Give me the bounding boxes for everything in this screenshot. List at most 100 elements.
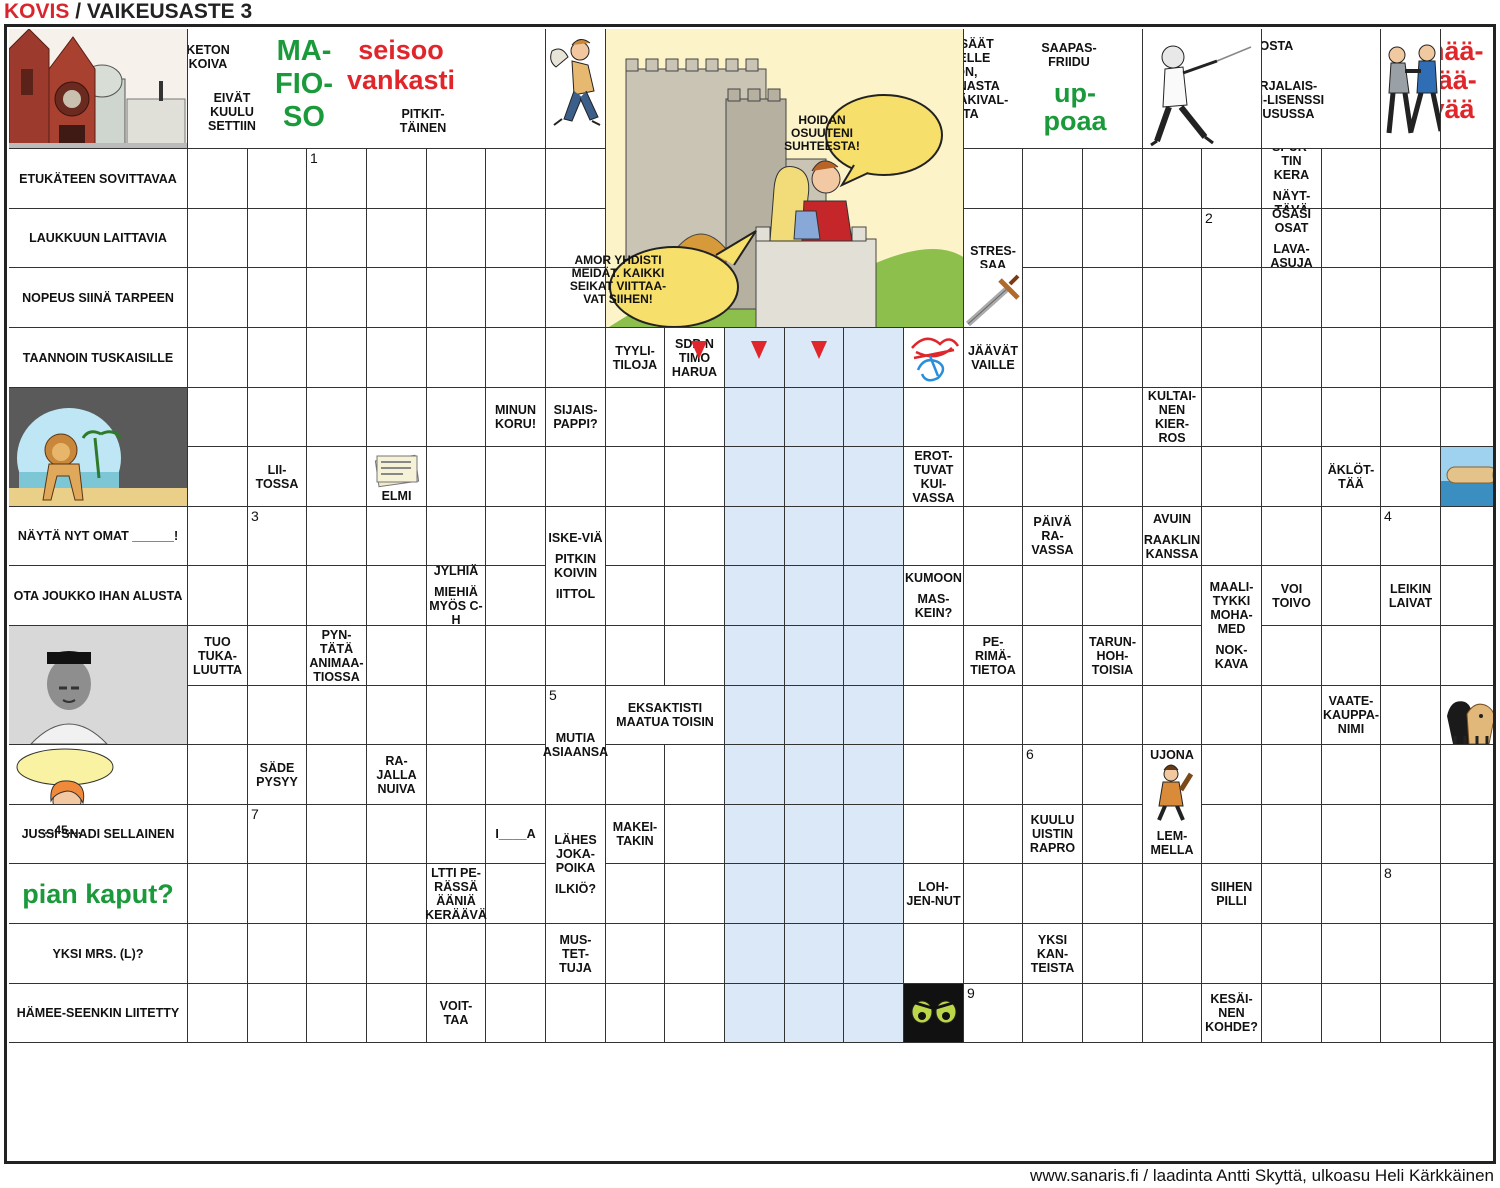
answer-cell[interactable] xyxy=(725,626,785,686)
answer-cell[interactable] xyxy=(1262,805,1322,864)
answer-cell[interactable] xyxy=(188,388,248,447)
answer-cell[interactable] xyxy=(1083,924,1143,984)
answer-cell[interactable] xyxy=(427,388,486,447)
answer-cell[interactable] xyxy=(785,507,844,566)
answer-cell[interactable] xyxy=(188,328,248,388)
answer-cell[interactable] xyxy=(486,149,546,209)
answer-cell[interactable] xyxy=(188,745,248,805)
answer-cell[interactable] xyxy=(188,566,248,626)
answer-cell[interactable] xyxy=(427,328,486,388)
answer-cell[interactable] xyxy=(1083,805,1143,864)
answer-cell[interactable] xyxy=(1202,745,1262,805)
answer-cell[interactable] xyxy=(307,984,367,1043)
answer-cell[interactable] xyxy=(725,984,785,1043)
answer-cell[interactable] xyxy=(665,388,725,447)
answer-cell[interactable] xyxy=(1322,864,1381,924)
answer-cell[interactable] xyxy=(486,447,546,507)
answer-cell[interactable] xyxy=(1262,328,1322,388)
answer-cell[interactable] xyxy=(606,984,665,1043)
answer-cell[interactable] xyxy=(307,686,367,745)
answer-cell[interactable] xyxy=(785,745,844,805)
answer-cell[interactable] xyxy=(1322,924,1381,984)
answer-cell[interactable] xyxy=(486,328,546,388)
answer-cell[interactable] xyxy=(1202,209,1262,268)
answer-cell[interactable] xyxy=(1023,209,1083,268)
answer-cell[interactable] xyxy=(1083,745,1143,805)
answer-cell[interactable] xyxy=(1441,864,1493,924)
answer-cell[interactable] xyxy=(1143,209,1202,268)
answer-cell[interactable] xyxy=(1202,447,1262,507)
answer-cell[interactable] xyxy=(1262,864,1322,924)
answer-cell[interactable] xyxy=(1441,984,1493,1043)
answer-cell[interactable] xyxy=(785,924,844,984)
answer-cell[interactable] xyxy=(844,924,904,984)
answer-cell[interactable] xyxy=(367,805,427,864)
answer-cell[interactable] xyxy=(904,924,964,984)
answer-cell[interactable] xyxy=(188,149,248,209)
answer-cell[interactable] xyxy=(427,686,486,745)
answer-cell[interactable] xyxy=(725,447,785,507)
answer-cell[interactable] xyxy=(1322,149,1381,209)
answer-cell[interactable] xyxy=(248,328,307,388)
answer-cell[interactable] xyxy=(785,388,844,447)
answer-cell[interactable] xyxy=(367,507,427,566)
answer-cell[interactable] xyxy=(307,209,367,268)
answer-cell[interactable] xyxy=(1143,924,1202,984)
answer-cell[interactable] xyxy=(725,566,785,626)
answer-cell[interactable] xyxy=(1023,864,1083,924)
answer-cell[interactable] xyxy=(1441,388,1493,447)
answer-cell[interactable] xyxy=(486,984,546,1043)
answer-cell[interactable] xyxy=(1262,686,1322,745)
answer-cell[interactable] xyxy=(1381,745,1441,805)
answer-cell[interactable] xyxy=(188,209,248,268)
answer-cell[interactable] xyxy=(1143,984,1202,1043)
answer-cell[interactable] xyxy=(307,268,367,328)
answer-cell[interactable] xyxy=(188,268,248,328)
answer-cell[interactable] xyxy=(367,984,427,1043)
answer-cell[interactable] xyxy=(248,149,307,209)
answer-cell[interactable] xyxy=(367,924,427,984)
answer-cell[interactable] xyxy=(367,268,427,328)
answer-cell[interactable] xyxy=(1322,805,1381,864)
answer-cell[interactable] xyxy=(307,805,367,864)
answer-cell[interactable] xyxy=(606,388,665,447)
answer-cell[interactable] xyxy=(1441,328,1493,388)
answer-cell[interactable] xyxy=(725,686,785,745)
answer-cell[interactable] xyxy=(964,924,1023,984)
answer-cell[interactable] xyxy=(307,864,367,924)
answer-cell[interactable] xyxy=(188,686,248,745)
answer-cell[interactable] xyxy=(725,507,785,566)
answer-cell[interactable] xyxy=(486,209,546,268)
answer-cell[interactable] xyxy=(188,507,248,566)
answer-cell[interactable] xyxy=(486,268,546,328)
answer-cell[interactable] xyxy=(964,686,1023,745)
answer-cell[interactable] xyxy=(785,984,844,1043)
answer-cell[interactable] xyxy=(427,924,486,984)
answer-cell[interactable] xyxy=(248,209,307,268)
answer-cell[interactable] xyxy=(248,864,307,924)
answer-cell[interactable] xyxy=(725,924,785,984)
answer-cell[interactable] xyxy=(1083,268,1143,328)
answer-cell[interactable] xyxy=(486,686,546,745)
answer-cell[interactable] xyxy=(307,507,367,566)
answer-cell[interactable] xyxy=(1381,686,1441,745)
answer-cell[interactable] xyxy=(367,864,427,924)
answer-cell[interactable] xyxy=(844,507,904,566)
answer-cell[interactable] xyxy=(307,566,367,626)
answer-cell[interactable] xyxy=(307,149,367,209)
answer-cell[interactable] xyxy=(1381,864,1441,924)
answer-cell[interactable] xyxy=(486,924,546,984)
answer-cell[interactable] xyxy=(665,864,725,924)
answer-cell[interactable] xyxy=(964,984,1023,1043)
answer-cell[interactable] xyxy=(188,924,248,984)
answer-cell[interactable] xyxy=(546,626,606,686)
answer-cell[interactable] xyxy=(606,507,665,566)
answer-cell[interactable] xyxy=(1322,507,1381,566)
answer-cell[interactable] xyxy=(964,566,1023,626)
answer-cell[interactable] xyxy=(367,686,427,745)
answer-cell[interactable] xyxy=(1322,328,1381,388)
answer-cell[interactable] xyxy=(1322,745,1381,805)
answer-cell[interactable] xyxy=(1441,149,1493,209)
answer-cell[interactable] xyxy=(248,924,307,984)
answer-cell[interactable] xyxy=(844,626,904,686)
